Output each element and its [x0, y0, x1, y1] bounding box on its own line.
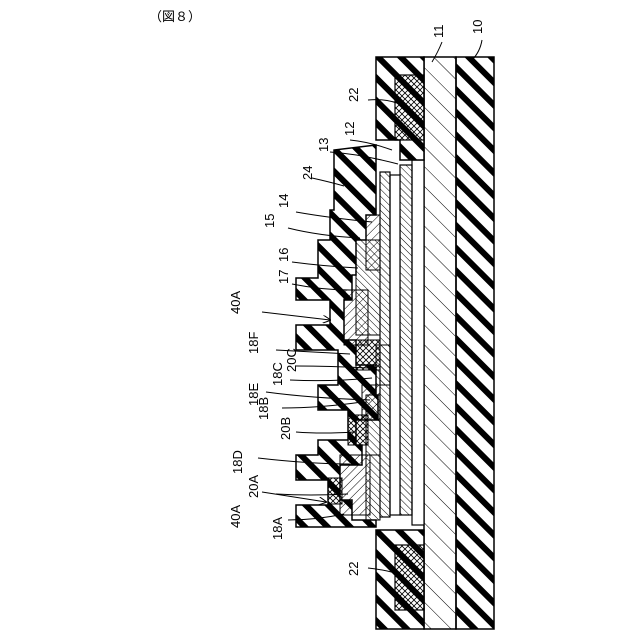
electrode-18B: [366, 395, 380, 455]
electrode-18C: [376, 345, 390, 385]
label-18D: 18D: [230, 450, 245, 474]
label-40A-top: 40A: [228, 291, 243, 314]
label-10: 10: [470, 20, 485, 34]
label-22-bottom: 22: [346, 562, 361, 576]
pad-22-bottom: [395, 545, 424, 610]
layer-11: [424, 57, 456, 629]
label-18B: 18B: [256, 397, 271, 420]
pad-22-top: [395, 75, 424, 140]
electrode-18A: [366, 455, 380, 520]
label-16: 16: [276, 248, 291, 262]
label-18C: 18C: [270, 362, 285, 386]
layer-10-substrate: [456, 57, 494, 629]
label-22-top: 22: [346, 88, 361, 102]
layer-12: [412, 160, 424, 525]
label-15: 15: [262, 214, 277, 228]
label-24: 24: [300, 166, 315, 180]
electrode-18F: [344, 290, 368, 345]
label-20B: 20B: [278, 417, 293, 440]
label-13: 13: [316, 138, 331, 152]
pad-20A: [328, 478, 342, 504]
layer-14: [390, 175, 400, 515]
layer-13: [400, 165, 412, 515]
label-17: 17: [276, 270, 291, 284]
pad-20B: [348, 415, 368, 445]
label-20C: 20C: [284, 348, 299, 372]
label-11: 11: [431, 25, 446, 39]
label-18A: 18A: [270, 517, 285, 540]
label-20A: 20A: [246, 475, 261, 498]
label-40A-bottom: 40A: [228, 505, 243, 528]
label-12: 12: [342, 122, 357, 136]
label-18F: 18F: [246, 332, 261, 354]
label-14: 14: [276, 194, 291, 208]
